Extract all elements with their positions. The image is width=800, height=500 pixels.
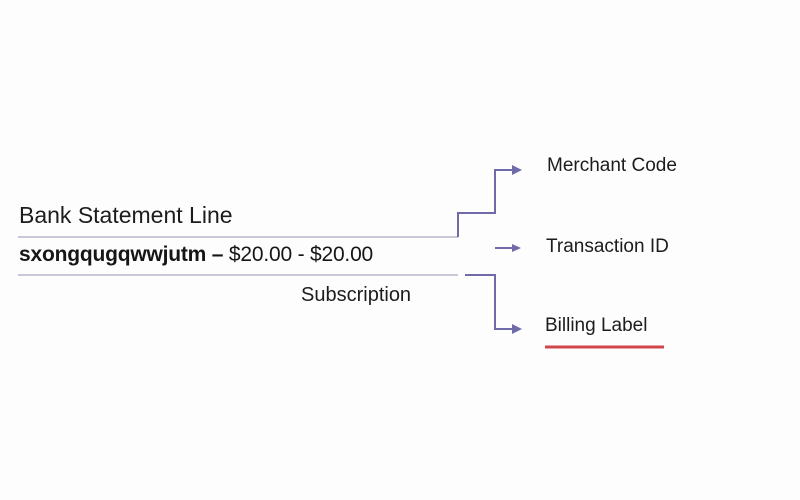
statement-line: sxongqugqwwjutm – $20.00 - $20.00 xyxy=(19,243,373,267)
arrow-right-icon xyxy=(512,324,522,334)
amounts: $20.00 - $20.00 xyxy=(228,243,374,266)
diagram-title: Bank Statement Line xyxy=(19,202,233,228)
arrow-right-icon xyxy=(512,244,521,252)
separator: – xyxy=(206,243,229,266)
merchant-descriptor: sxongqugqwwjutm xyxy=(19,243,207,266)
merchant-code-label: Merchant Code xyxy=(547,155,677,176)
arrow-right-icon xyxy=(512,165,522,175)
transaction-id-label: Transaction ID xyxy=(546,236,669,257)
merchant-code-connector xyxy=(457,169,514,237)
subtitle: Subscription xyxy=(301,284,412,306)
billing-label-label: Billing Label xyxy=(545,315,648,336)
billing-label-connector xyxy=(465,274,514,330)
